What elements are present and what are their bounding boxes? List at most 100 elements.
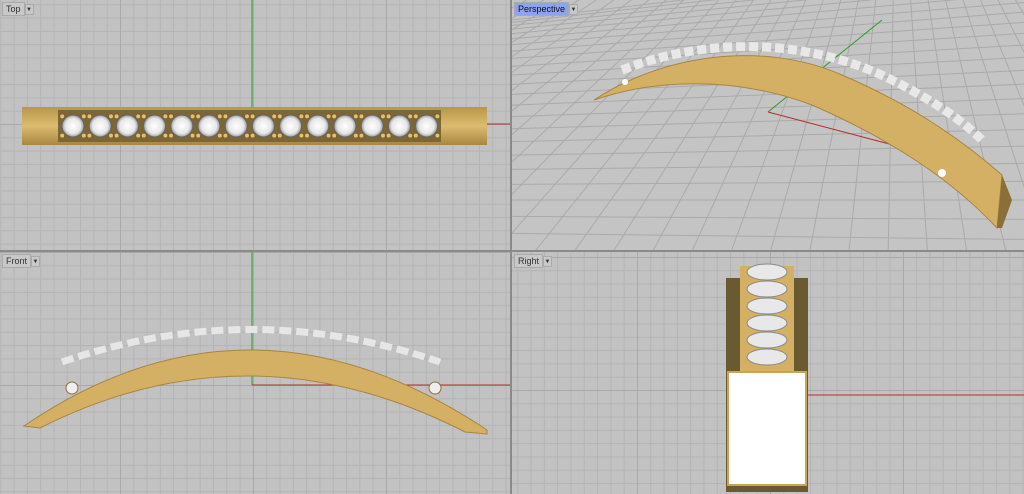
- prong: [407, 113, 414, 120]
- viewport-title: Perspective: [514, 2, 570, 16]
- grid-line: [512, 0, 959, 40]
- band-hole: [622, 79, 628, 85]
- grid-line: [512, 0, 718, 23]
- viewport-front[interactable]: Front▼: [0, 252, 510, 494]
- viewport-label-right[interactable]: Right▼: [514, 254, 553, 268]
- band-inner-face: [727, 371, 807, 486]
- grid-line: [512, 2, 1024, 46]
- grid-line: [512, 0, 598, 58]
- gem: [746, 348, 788, 366]
- prong: [380, 113, 386, 120]
- grid-line: [574, 0, 755, 250]
- prong: [352, 132, 359, 139]
- gem: [197, 114, 221, 138]
- grid-line: [512, 0, 685, 163]
- perspective-view-drawing: [512, 0, 1024, 250]
- gem-row: [59, 113, 441, 139]
- prong: [244, 132, 250, 139]
- prong: [298, 132, 305, 139]
- gem: [746, 314, 788, 332]
- prong: [352, 113, 359, 120]
- grid-line: [731, 0, 824, 250]
- prong: [304, 132, 310, 139]
- prong: [222, 113, 229, 120]
- band-hole: [428, 381, 442, 395]
- gem: [746, 280, 788, 298]
- viewport-title: Right: [514, 254, 544, 268]
- viewport-title: Top: [2, 2, 25, 16]
- prong: [385, 132, 392, 139]
- grid-line: [512, 0, 687, 21]
- viewport-title: Front: [2, 254, 32, 268]
- prong: [80, 132, 87, 139]
- gem: [306, 114, 330, 138]
- gem: [61, 114, 85, 138]
- band-hole: [65, 381, 79, 395]
- grid-line: [512, 215, 1024, 220]
- prong: [140, 113, 147, 120]
- prong: [412, 132, 419, 139]
- prong: [271, 132, 278, 139]
- top-view-drawing: [22, 0, 510, 145]
- dropdown-arrow-icon[interactable]: ▼: [569, 3, 579, 15]
- dropdown-arrow-icon[interactable]: ▼: [31, 255, 41, 267]
- gem: [115, 114, 139, 138]
- prong: [135, 132, 142, 139]
- prong: [86, 132, 93, 139]
- dropdown-arrow-icon[interactable]: ▼: [543, 255, 553, 267]
- prong: [407, 132, 414, 139]
- grid-line: [997, 0, 1024, 54]
- ring-band: [22, 349, 488, 435]
- viewport-label-perspective[interactable]: Perspective▼: [514, 2, 579, 16]
- grid-line: [512, 0, 810, 30]
- grid-line: [979, 0, 1024, 107]
- prong: [168, 113, 174, 120]
- grid-line: [1020, 0, 1024, 250]
- gem: [88, 114, 112, 138]
- prong: [80, 113, 87, 120]
- viewport-perspective[interactable]: Perspective▼: [512, 0, 1024, 250]
- viewport-label-top[interactable]: Top▼: [2, 2, 34, 16]
- gem-row: [620, 42, 986, 144]
- grid-line: [512, 0, 633, 91]
- gem: [251, 114, 275, 138]
- viewport-top[interactable]: Top▼: [0, 0, 510, 250]
- prong: [434, 132, 441, 139]
- gem: [415, 114, 439, 138]
- prong: [385, 113, 392, 120]
- grid-line: [512, 0, 702, 195]
- prong: [222, 132, 229, 139]
- grid-line: [512, 0, 876, 35]
- prong: [108, 132, 114, 139]
- grid-line: [512, 0, 758, 26]
- grid-line: [512, 21, 1024, 59]
- grid-line: [512, 0, 516, 250]
- gem: [224, 114, 248, 138]
- prong: [216, 113, 223, 120]
- prong: [358, 132, 365, 139]
- grid-line: [962, 0, 1024, 189]
- prong: [244, 113, 250, 120]
- grid-line: [1006, 0, 1024, 250]
- prong: [162, 113, 169, 120]
- prong: [276, 132, 283, 139]
- grid-line: [512, 0, 650, 112]
- grid-line: [535, 0, 737, 250]
- front-view-drawing: [22, 252, 510, 435]
- prong: [216, 132, 223, 139]
- prong: [195, 113, 202, 120]
- grid-line: [512, 11, 1024, 52]
- right-view-drawing: [726, 263, 1024, 492]
- band-hole: [938, 169, 946, 177]
- grid-line: [512, 180, 1024, 185]
- prong: [135, 113, 142, 120]
- gem: [143, 114, 167, 138]
- viewport-label-front[interactable]: Front▼: [2, 254, 41, 268]
- prong: [189, 113, 196, 120]
- grid-line: [1014, 0, 1024, 16]
- dropdown-arrow-icon[interactable]: ▼: [24, 3, 34, 15]
- prong: [249, 113, 256, 120]
- gem-row: [60, 326, 442, 366]
- viewport-right[interactable]: Right▼: [512, 252, 1024, 494]
- prong: [86, 113, 93, 120]
